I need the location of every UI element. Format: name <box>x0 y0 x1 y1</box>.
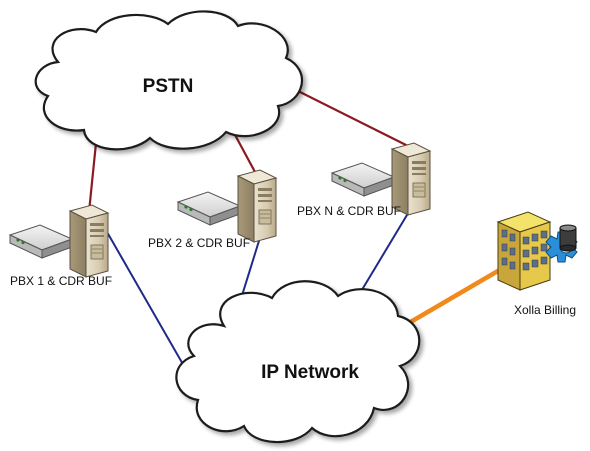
link-pbx1-ip <box>106 231 193 381</box>
pbx2-label: PBX 2 & CDR BUF <box>148 236 250 250</box>
modem-icon <box>177 191 241 226</box>
database-icon <box>559 224 577 252</box>
link-pstn-pbx2 <box>233 132 256 173</box>
server-tower-icon <box>237 169 277 243</box>
pstn-cloud <box>34 10 304 151</box>
link-billing-ip <box>400 266 505 329</box>
pstn-label: PSTN <box>143 76 194 97</box>
pbx2-node[interactable] <box>177 169 277 243</box>
billing-label: Xolla Billing <box>514 303 576 317</box>
office-building-icon <box>496 211 552 291</box>
ip-network-label: IP Network <box>261 362 359 383</box>
pbxn-label: PBX N & CDR BUF <box>297 204 401 218</box>
link-pstn-pbx1 <box>87 142 98 213</box>
modem-icon <box>9 224 73 259</box>
pbx1-node[interactable] <box>9 204 109 278</box>
billing-node[interactable] <box>496 211 578 291</box>
modem-icon <box>331 162 395 197</box>
ip-network-cloud <box>175 280 421 444</box>
pbx1-label: PBX 1 & CDR BUF <box>10 274 112 288</box>
server-tower-icon <box>69 204 109 278</box>
